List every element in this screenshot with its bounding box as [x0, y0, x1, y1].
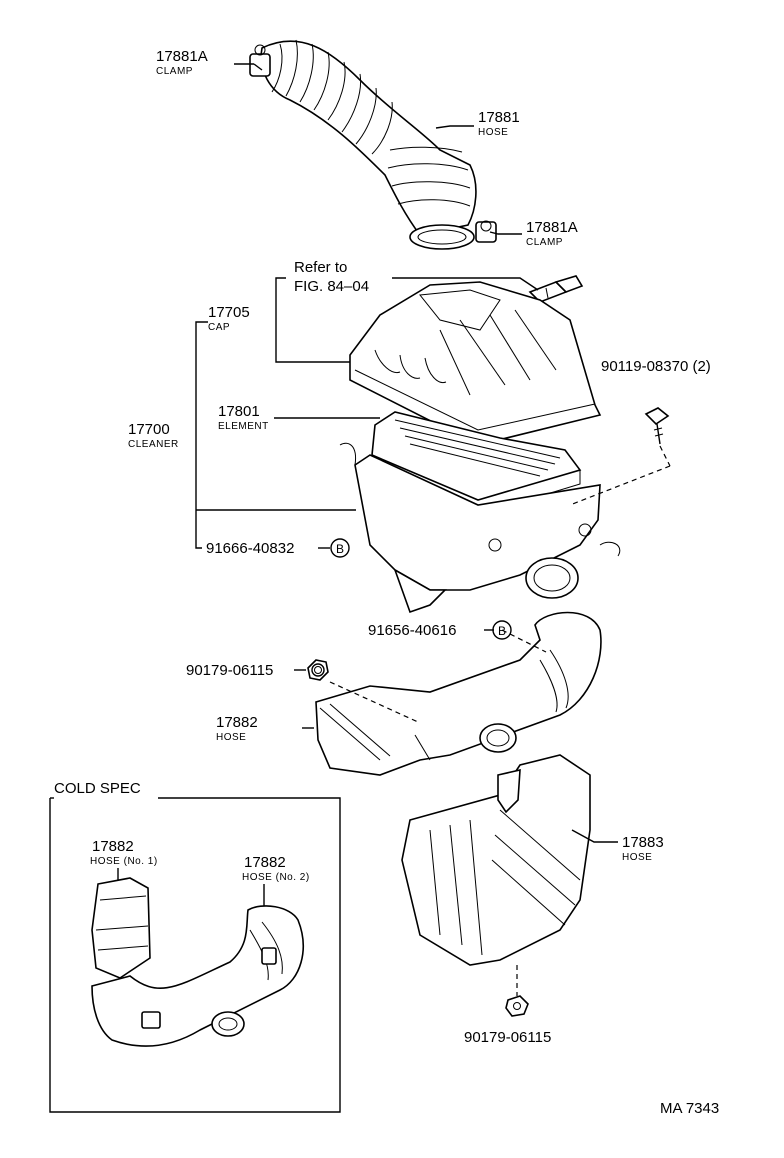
- cold-spec-hose2-name: HOSE (No. 2): [242, 872, 310, 883]
- clip-91656-label: 91656-40616: [368, 622, 456, 639]
- hose-17882-name: HOSE: [216, 732, 246, 743]
- hose-17883-illustration: [401, 754, 591, 966]
- bolt-90119-label: 90119-08370 (2): [601, 358, 711, 375]
- cold-spec-hose1-name: HOSE (No. 1): [90, 856, 158, 867]
- cold-spec-hose1-illustration: [91, 877, 151, 979]
- svg-text:B: B: [336, 542, 344, 556]
- cap-part-number: 17705: [208, 304, 250, 321]
- bolt-90119-illustration: [644, 407, 670, 445]
- cap-name: CAP: [208, 322, 230, 333]
- hose-17883-part-number: 17883: [622, 834, 664, 851]
- clamp-top-name: CLAMP: [156, 66, 193, 77]
- hose-17881-illustration: [260, 39, 477, 250]
- nut-top-illustration: [307, 659, 329, 681]
- clip-91666-label: 91666-40832: [206, 540, 294, 557]
- cold-spec-hose2-part-number: 17882: [244, 854, 286, 871]
- cold-spec-inset: COLD SPEC 17882 HOSE (No. 1) 17882 HOSE …: [49, 780, 341, 1113]
- sensor-illustration: [528, 275, 584, 303]
- cap-illustration: [349, 281, 602, 446]
- hose-17881-name: HOSE: [478, 127, 508, 138]
- clamp-lower-name: CLAMP: [526, 237, 563, 248]
- circle-b-marker-1: B: [330, 538, 350, 558]
- clamp-top-illustration: [249, 44, 271, 77]
- clamp-lower-part-number: 17881A: [526, 219, 578, 236]
- element-name: ELEMENT: [218, 421, 269, 432]
- element-part-number: 17801: [218, 403, 260, 420]
- cleaner-part-number: 17700: [128, 421, 170, 438]
- cold-spec-hose2-illustration: [91, 905, 304, 1047]
- refer-note-line1: Refer to: [294, 259, 347, 276]
- nut-top-label: 90179-06115: [186, 662, 273, 679]
- cold-spec-title: COLD SPEC: [54, 780, 141, 797]
- refer-note-line2: FIG. 84–04: [294, 278, 369, 295]
- hose-17882-illustration: [315, 611, 602, 776]
- cold-spec-hose1-part-number: 17882: [92, 838, 134, 855]
- cleaner-case-illustration: [339, 442, 621, 614]
- hose-17882-part-number: 17882: [216, 714, 258, 731]
- circle-b-marker-2: B: [492, 620, 512, 640]
- dashed-guide-lines: [329, 445, 671, 996]
- nut-bottom-label: 90179-06115: [464, 1029, 551, 1046]
- leader-lines: [195, 63, 618, 843]
- clamp-lower-illustration: [475, 220, 497, 243]
- circle-c-marker: [311, 663, 325, 677]
- clamp-top-part-number: 17881A: [156, 48, 208, 65]
- cleaner-name: CLEANER: [128, 439, 179, 450]
- hose-17883-name: HOSE: [622, 852, 652, 863]
- nut-bottom-illustration: [505, 995, 529, 1017]
- svg-text:B: B: [498, 624, 506, 638]
- hose-17881-part-number: 17881: [478, 109, 520, 126]
- diagram-code: MA 7343: [660, 1100, 719, 1117]
